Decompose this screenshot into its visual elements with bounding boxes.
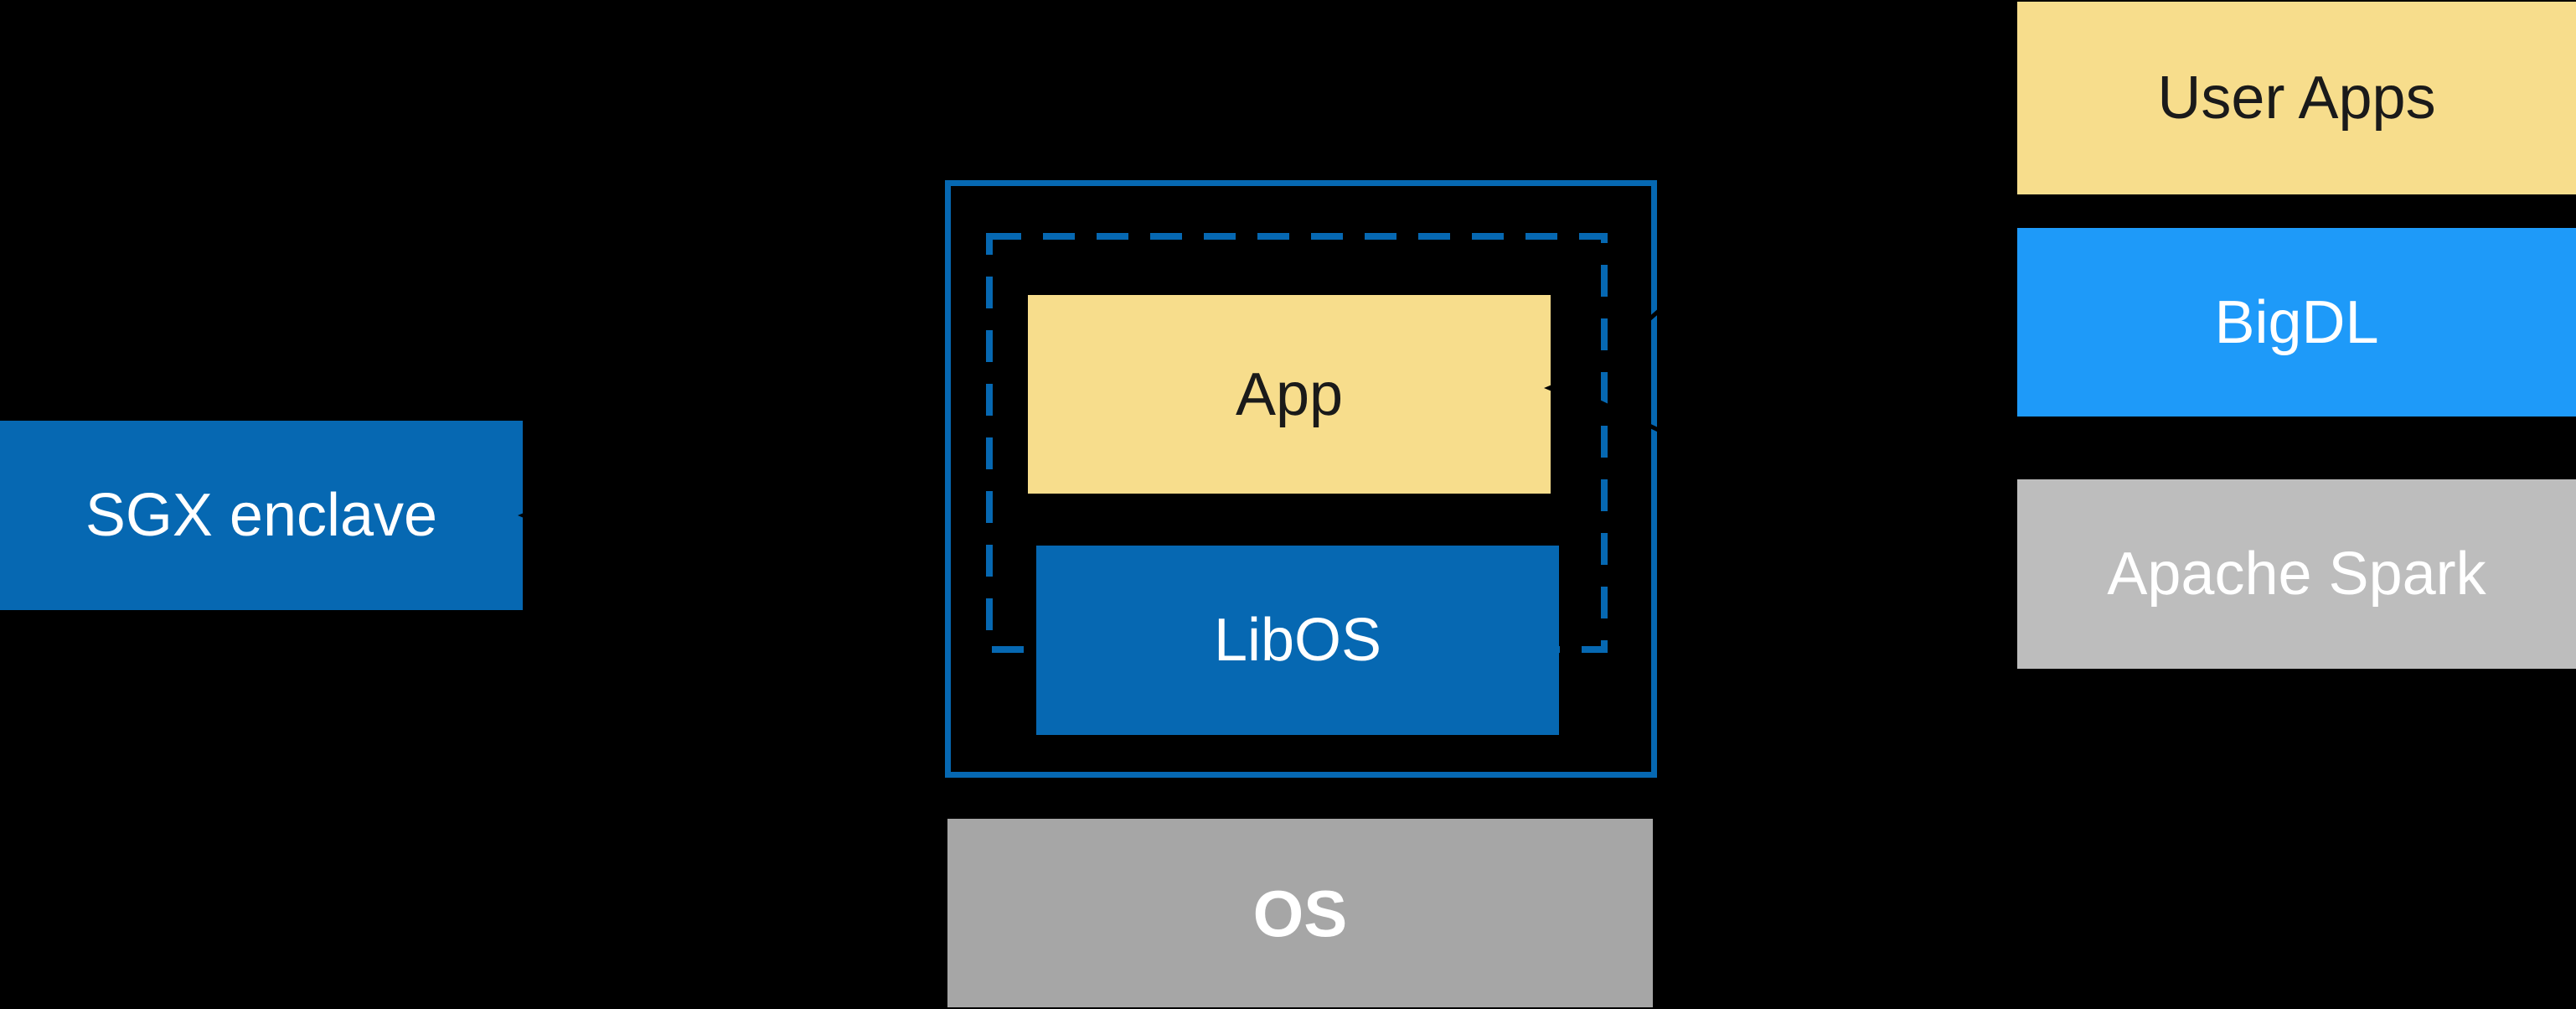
libos-label: LibOS (1213, 607, 1382, 674)
user-apps-label: User Apps (2157, 65, 2436, 132)
app-box: App (1028, 295, 1551, 494)
os-label: OS (1252, 876, 1348, 950)
bigdl-label: BigDL (2214, 288, 2379, 356)
arrow-to-sgx-line (539, 457, 943, 516)
app-label: App (1235, 360, 1344, 428)
sgx-enclave-label: SGX enclave (85, 482, 438, 549)
stack-item-bigdl: BigDL (2017, 228, 2576, 417)
stack-item-apache-spark: Apache Spark (2017, 479, 2576, 669)
sgx-enclave-box: SGX enclave (0, 421, 523, 610)
stack-item-user-apps: User Apps (2017, 2, 2576, 194)
libos-box: LibOS (1036, 546, 1559, 735)
os-box: OS (947, 819, 1653, 1007)
apache-spark-label: Apache Spark (2107, 541, 2486, 608)
arrow-to-sgx-label (518, 457, 943, 527)
